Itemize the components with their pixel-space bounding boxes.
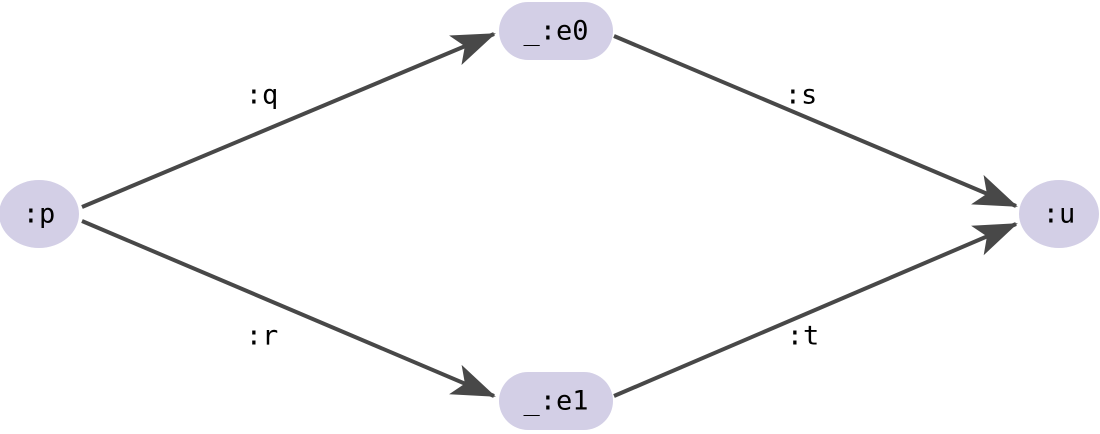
node-u-shape (1019, 180, 1099, 248)
node-e0[interactable]: _:e0 (499, 2, 613, 60)
edge-label-q: :q (246, 80, 279, 111)
node-u[interactable]: :u (1019, 180, 1099, 248)
node-e0-shape (499, 2, 613, 60)
edge-r-line[interactable] (81, 219, 496, 398)
node-p-label: :p (23, 199, 56, 230)
node-e1-label: _:e1 (523, 386, 588, 417)
edge-t-line[interactable] (613, 222, 1018, 398)
node-e0-label: _:e0 (523, 16, 588, 47)
node-u-label: :u (1043, 199, 1076, 230)
node-p[interactable]: :p (0, 180, 79, 248)
edge-label-t: :t (787, 321, 820, 352)
edge-label-r: :r (246, 321, 279, 352)
node-e1[interactable]: _:e1 (499, 372, 613, 430)
node-e1-shape (499, 372, 613, 430)
edge-label-group: :q :r :s :t (246, 80, 820, 352)
node-p-shape (0, 180, 79, 248)
edge-s-line[interactable] (613, 34, 1018, 208)
edge-label-s: :s (785, 80, 818, 111)
edge-group (81, 32, 1018, 398)
edge-q-line[interactable] (81, 32, 496, 209)
